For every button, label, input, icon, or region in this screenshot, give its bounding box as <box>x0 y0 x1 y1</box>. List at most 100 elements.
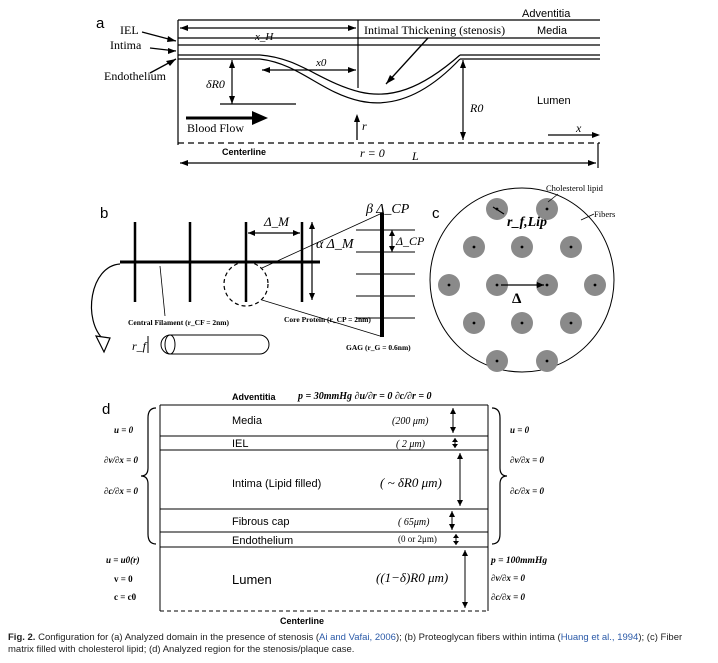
l-arrow-right <box>588 160 596 166</box>
stenosis-pointer <box>385 37 429 85</box>
core-protein-label: Core Protein (r_CP = 2nm) <box>284 315 371 324</box>
delta-m-arrow-right <box>293 230 300 236</box>
lumen-label: Lumen <box>537 95 571 107</box>
stenosis-pointer-head <box>386 75 395 84</box>
stenosis-outer-curve <box>259 54 461 95</box>
layer-size-media: (200 μm) <box>392 416 429 427</box>
fiber-core <box>545 207 549 211</box>
delta-spacing-arrow <box>537 282 544 288</box>
panel-b-letter: b <box>100 205 108 222</box>
dr0-arrow-bottom <box>229 96 235 104</box>
rflip-label: r_f,Lip <box>507 215 547 230</box>
delta-label: Δ <box>512 291 522 307</box>
fiber-core <box>495 283 499 287</box>
intima-pointer-head <box>168 48 176 54</box>
right-cond-dcdx-out: ∂c/∂x = 0 <box>491 592 526 602</box>
left-brace <box>140 407 157 545</box>
fiber-core <box>472 245 476 249</box>
fiber-core <box>569 245 573 249</box>
rflip-dimension <box>492 206 505 215</box>
figure: a IEL Intima Endothelium Adventitia Medi… <box>90 8 615 626</box>
rf-label: r_f <box>132 339 148 353</box>
panel-c: c Cholesterol lipid Fibers r_f,Lip Δ <box>429 183 615 373</box>
x-label: x <box>575 121 582 135</box>
panel-a-letter: a <box>96 15 105 32</box>
x0-arrow-left <box>262 67 270 73</box>
left-cond-dcdx: ∂c/∂x = 0 <box>104 486 139 496</box>
beta-label: β Δ_CP <box>365 202 410 217</box>
layer-name-media: Media <box>232 415 263 427</box>
left-cond-u-inlet: u = u0(r) <box>106 555 140 565</box>
intima-label: Intima <box>110 38 142 52</box>
media-label: Media <box>537 25 568 37</box>
right-cond-p: p = 100mmHg <box>490 556 547 566</box>
layer-size-lumen: ((1−δ)R0 μm) <box>376 570 448 585</box>
d-size-arrows <box>451 408 466 608</box>
stenosis-inner-curve <box>259 58 461 104</box>
l-arrow-left <box>180 160 188 166</box>
fiber-core <box>495 359 499 363</box>
x-axis-head <box>592 132 600 138</box>
delta-m-arrow-left <box>248 230 255 236</box>
d-centerline-label: Centerline <box>280 616 324 626</box>
right-cond-dvdx-out: ∂v/∂x = 0 <box>491 573 526 583</box>
curved-arrow-head <box>94 335 111 354</box>
r0-label: R0 <box>469 101 483 115</box>
alpha-arrow-bottom <box>309 293 315 300</box>
dr0-label: δR0 <box>206 77 225 91</box>
left-cond-dvdx: ∂v/∂x = 0 <box>104 455 139 465</box>
panel-c-letter: c <box>432 205 440 222</box>
r0-arrow-bottom <box>460 132 466 140</box>
caption-text-1: Configuration for (a) Analyzed domain in… <box>35 632 320 643</box>
layer-name-fibrous-cap: Fibrous cap <box>232 516 289 528</box>
fiber-core <box>593 283 597 287</box>
left-cond-u: u = 0 <box>114 425 134 435</box>
r-axis-head <box>354 114 360 122</box>
blood-flow-arrow-head <box>252 111 268 125</box>
iel-pointer-head <box>167 36 176 42</box>
layer-size-endothelium: (0 or 2μm) <box>398 534 437 544</box>
left-cond-v: v = 0 <box>114 574 133 584</box>
alpha-label: α Δ_M <box>316 237 355 252</box>
central-filament-pointer <box>159 265 166 317</box>
xh-label: x_H <box>254 31 274 43</box>
r-label: r <box>362 119 367 133</box>
d-adventitia-label: Adventitia <box>232 392 277 402</box>
figure-caption: Fig. 2. Configuration for (a) Analyzed d… <box>8 632 708 656</box>
layer-name-intima: Intima (Lipid filled) <box>232 478 321 490</box>
caption-text-2: ); (b) Proteoglycan fibers within intima… <box>395 632 561 643</box>
fiber-core <box>569 321 573 325</box>
panel-a: a IEL Intima Endothelium Adventitia Medi… <box>96 8 600 168</box>
delta-cp-arrow-bottom <box>389 246 395 252</box>
x0-label: x0 <box>315 57 327 69</box>
zoom-line-lower <box>261 299 381 337</box>
zoom-line-upper <box>261 213 381 269</box>
fibers-label: Fibers <box>594 209 615 219</box>
x0-arrow-right <box>348 67 356 73</box>
caption-ref-huang[interactable]: Huang et al., 1994 <box>560 632 639 643</box>
fiber-cylinder-end <box>164 334 176 355</box>
layer-size-intima: ( ~ δR0 μm) <box>380 475 442 490</box>
l-label: L <box>411 149 419 163</box>
iel-label: IEL <box>120 23 139 37</box>
layer-size-iel: ( 2 μm) <box>396 439 426 450</box>
xh-arrow-left <box>180 25 188 31</box>
layer-size-fibrous-cap: ( 65μm) <box>398 517 430 528</box>
layer-name-lumen: Lumen <box>232 572 272 587</box>
caption-ref-ai-vafai[interactable]: Ai and Vafai, 2006 <box>319 632 396 643</box>
fiber-core <box>520 245 524 249</box>
right-cond-dvdx: ∂v/∂x = 0 <box>510 455 545 465</box>
right-brace <box>491 407 508 545</box>
fiber-core <box>447 283 451 287</box>
fiber-core <box>545 359 549 363</box>
r0-arrow-top <box>460 60 466 68</box>
fiber-core <box>472 321 476 325</box>
endothelium-label: Endothelium <box>104 69 167 83</box>
delta-cp-label: Δ_CP <box>395 234 425 248</box>
fiber-core <box>545 283 549 287</box>
panel-b: b Δ_M α Δ_M Δ_CP β Δ_CP <box>90 202 425 355</box>
cholesterol-pointer <box>547 193 559 203</box>
adventitia-label: Adventitia <box>522 8 571 20</box>
fibers-pointer <box>580 213 595 221</box>
blood-flow-label: Blood Flow <box>187 121 244 135</box>
